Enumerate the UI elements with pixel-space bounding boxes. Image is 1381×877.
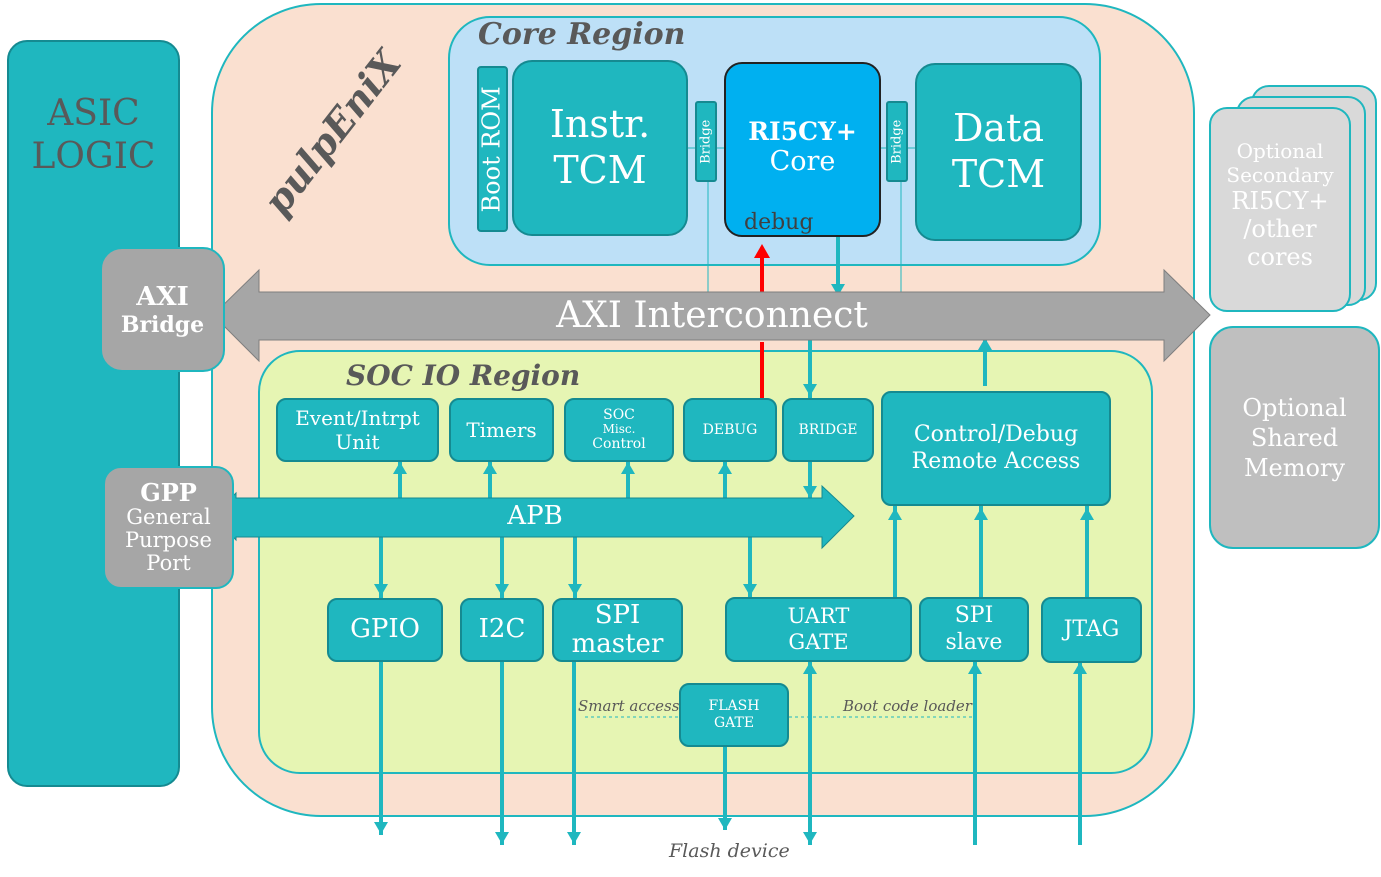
i2c: I2C — [460, 598, 544, 662]
bridge-left: Bridge — [695, 101, 717, 182]
debug-unit: DEBUG — [683, 398, 777, 462]
core-label-1: RI5CY+ — [748, 117, 857, 146]
asic-logic-label: ASIC LOGIC — [31, 93, 156, 178]
flash-gate: FLASH GATE — [679, 683, 789, 747]
boot-rom: Boot ROM — [477, 66, 508, 232]
event-interrupt-unit: Event/Intrpt Unit — [276, 398, 439, 462]
timers: Timers — [449, 398, 554, 462]
core-label-2: Core — [769, 146, 836, 177]
spi-master: SPI master — [552, 598, 683, 662]
jtag: JTAG — [1041, 597, 1142, 663]
soc-misc-control: SOC Misc. Control — [564, 398, 674, 462]
boot-code-loader-label: Boot code loader — [843, 697, 972, 715]
core-region-title: Core Region — [478, 17, 686, 52]
axi-bridge: AXI Bridge — [100, 247, 225, 372]
axi-interconnect-arrow — [212, 268, 1211, 363]
axi-interconnect-label: AXI Interconnect — [556, 295, 868, 336]
data-tcm: Data TCM — [915, 63, 1082, 241]
instr-tcm: Instr. TCM — [512, 60, 688, 236]
soc-bridge: BRIDGE — [782, 398, 874, 462]
ri5cy-core: RI5CY+ Core debug — [724, 62, 881, 237]
asic-logic-block: ASIC LOGIC — [7, 40, 180, 787]
uart-gate: UART GATE — [725, 597, 912, 662]
core-debug-label: debug — [744, 210, 814, 235]
flash-device-label: Flash device — [669, 840, 790, 862]
bridge-right: Bridge — [886, 101, 908, 182]
shared-memory: Optional Shared Memory — [1209, 326, 1380, 549]
control-debug-remote: Control/Debug Remote Access — [881, 391, 1111, 506]
secondary-cores: Optional Secondary RI5CY+ /other cores — [1209, 107, 1351, 312]
gpp-block: GPP General Purpose Port — [103, 466, 234, 589]
smart-access-label: Smart access — [578, 697, 680, 715]
spi-slave: SPI slave — [919, 597, 1029, 662]
apb-label: APB — [507, 501, 563, 531]
soc-io-title: SOC IO Region — [346, 359, 581, 392]
apb-arrow — [212, 484, 855, 550]
gpio: GPIO — [327, 598, 443, 662]
